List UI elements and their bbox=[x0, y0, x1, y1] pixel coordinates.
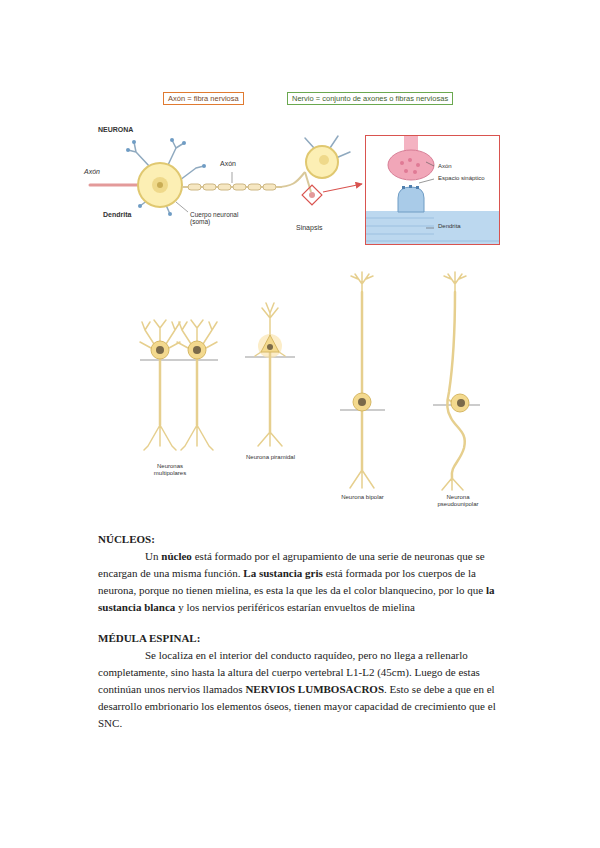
part-label: Axón bbox=[220, 160, 236, 168]
dendrites bbox=[128, 140, 204, 214]
neuron-type-label: Neurona pseudounipolar bbox=[426, 494, 490, 508]
section-heading: MÉDULA ESPINAL: bbox=[98, 632, 200, 644]
soma bbox=[138, 163, 182, 207]
neuron-types bbox=[140, 272, 480, 490]
paragraph: Se localiza en el interior del conducto … bbox=[98, 647, 510, 732]
part-label: Sinapsis bbox=[296, 224, 322, 232]
part-label: Espacio sináptico bbox=[438, 175, 485, 182]
section-heading-block: NÚCLEOS: bbox=[98, 531, 510, 548]
part-label: Axón bbox=[84, 168, 100, 176]
bold-term: La sustancia gris bbox=[243, 567, 322, 579]
dendritic-spine bbox=[398, 187, 424, 212]
body-text: y los nervios periféricos estarían envue… bbox=[178, 601, 415, 613]
reference-lines bbox=[140, 357, 480, 410]
text-column: NÚCLEOS: Unnúcleoestá formado por el agru… bbox=[98, 531, 510, 746]
definition-text: Nervio = conjunto de axones o fibras ner… bbox=[292, 94, 448, 103]
axon bbox=[276, 172, 305, 187]
neuron-drawing bbox=[90, 136, 362, 216]
definition-box: Nervio = conjunto de axones o fibras ner… bbox=[287, 92, 453, 105]
part-label: Dendrita bbox=[437, 223, 462, 230]
nucleolus bbox=[157, 182, 163, 188]
part-label: Axón bbox=[438, 163, 452, 170]
dendrite-tips bbox=[126, 138, 206, 216]
section-heading-block: MÉDULA ESPINAL: bbox=[98, 630, 510, 647]
multipolar-neuron bbox=[140, 320, 180, 450]
figure-title: NEURONA bbox=[98, 126, 133, 134]
pseudounipolar-neuron bbox=[442, 272, 469, 490]
body-text: Un bbox=[145, 550, 158, 562]
leader-lines bbox=[419, 162, 434, 228]
part-label: Dendrita bbox=[103, 211, 131, 219]
zoom-arrow bbox=[323, 184, 362, 192]
neuron-type-label: Neurona piramidal bbox=[243, 454, 298, 461]
vesicles bbox=[400, 158, 420, 174]
receptors bbox=[402, 185, 419, 189]
nucleus bbox=[319, 155, 329, 165]
synapse-inset-drawing bbox=[366, 136, 499, 244]
section-heading: NÚCLEOS: bbox=[98, 533, 155, 545]
leader-lines bbox=[176, 172, 232, 212]
terminal-bulb bbox=[309, 192, 315, 198]
nucleus bbox=[152, 177, 168, 193]
tissue-stripes bbox=[366, 218, 499, 241]
synapse-inset: AxónEspacio sinápticoDendrita bbox=[365, 135, 500, 245]
paragraph: Unnúcleoestá formado por el agrupamiento… bbox=[98, 548, 510, 616]
pyramidal-neuron bbox=[255, 303, 285, 446]
part-label: Cuerpo neuronal (soma) bbox=[190, 211, 252, 226]
target-neuron bbox=[306, 146, 338, 178]
axon-terminal bbox=[388, 150, 434, 180]
myelin-sheath bbox=[188, 184, 276, 190]
bipolar-neuron bbox=[350, 272, 374, 488]
bold-term: NERVIOS LUMBOSACROS bbox=[245, 683, 384, 695]
neuron-type-label: Neuronas multipolares bbox=[140, 463, 200, 477]
bold-term: núcleo bbox=[161, 550, 192, 562]
multipolar-neuron bbox=[177, 320, 217, 450]
neuron-type-label: Neurona bipolar bbox=[335, 494, 390, 501]
definition-box: Axón = fibra nerviosa bbox=[163, 92, 244, 105]
definition-text: Axón = fibra nerviosa bbox=[168, 94, 239, 103]
axon-in bbox=[90, 184, 140, 187]
synapse-marker bbox=[302, 185, 322, 205]
dendrite-tissue bbox=[366, 211, 499, 244]
